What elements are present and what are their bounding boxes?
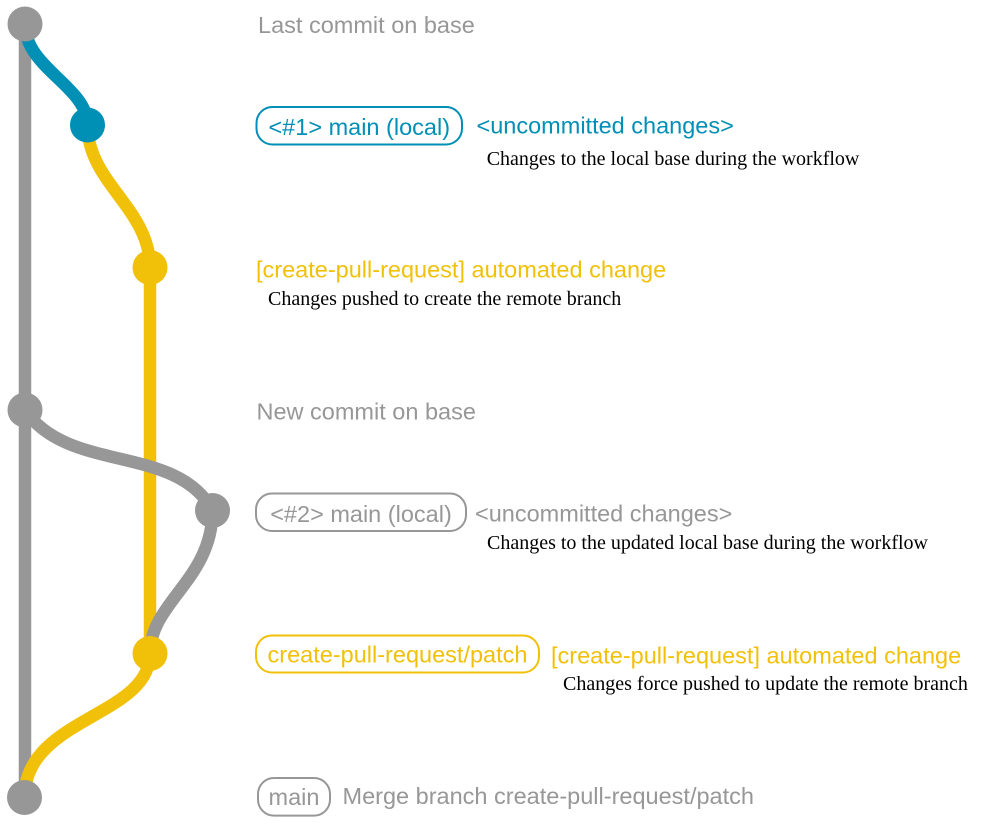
commit-note-uncommitted-2: Changes to the updated local base during…: [487, 532, 929, 554]
commit-message-uncommitted-1: <uncommitted changes>: [477, 113, 734, 139]
branch-label-box-main-local-1: [255, 106, 463, 146]
branch-label-box-patch: [255, 634, 540, 674]
patch-merge-line: [18, 652, 157, 798]
commit-note-automated-2: Changes force pushed to update the remot…: [563, 673, 968, 695]
commit-dot-automated-1: [132, 250, 168, 285]
branch-label-main-local-1: <#1> main (local): [268, 114, 450, 140]
branch-label-main-local-2: <#2> main (local): [270, 501, 452, 527]
branch-label-patch: create-pull-request/patch: [268, 642, 528, 668]
local-main-2-branch-line: [19, 406, 218, 514]
commit-message-last-base: Last commit on base: [258, 12, 475, 38]
commit-dot-merge: [7, 780, 42, 815]
commit-dot-uncommitted-2: [195, 493, 230, 528]
commit-message-merge: Merge branch create-pull-request/patch: [343, 783, 754, 809]
commit-message-automated-2: [create-pull-request] automated change: [551, 643, 961, 669]
local-main-1-branch-line: [18, 23, 94, 126]
commit-note-automated-1: Changes pushed to create the remote bran…: [268, 288, 621, 310]
branch-label-main: main: [269, 784, 320, 810]
commit-message-new-base: New commit on base: [257, 398, 476, 424]
commit-dot-automated-2: [132, 636, 168, 671]
local-main-2-to-patch-line: [143, 510, 219, 654]
commit-message-automated-1: [create-pull-request] automated change: [256, 257, 666, 283]
commit-dot-last-base: [7, 6, 43, 42]
commit-note-uncommitted-1: Changes to the local base during the wor…: [487, 148, 860, 170]
commit-dot-new-base: [7, 392, 43, 428]
patch-branch-out-line: [81, 124, 157, 268]
commit-message-uncommitted-2: <uncommitted changes>: [475, 501, 732, 527]
branch-label-box-main-local-2: [255, 492, 467, 532]
branch-label-box-main: [257, 777, 331, 817]
commit-dot-uncommitted-1: [70, 107, 105, 143]
